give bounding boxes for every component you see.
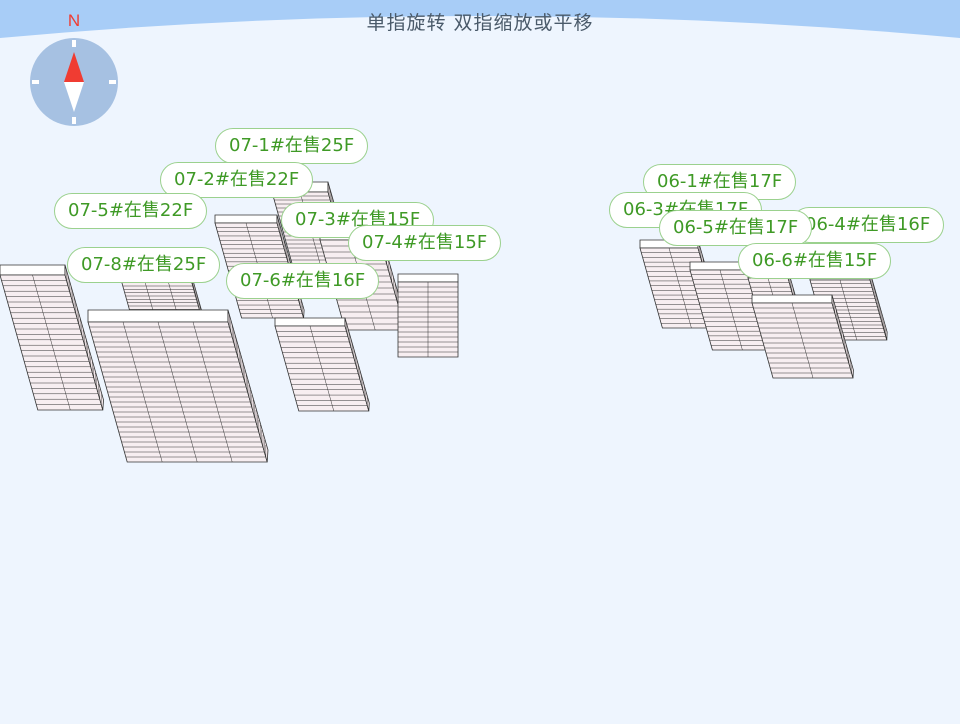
building-label-06-5[interactable]: 06-5#在售17F	[659, 210, 813, 246]
building-label-07-4[interactable]: 07-4#在售15F	[348, 225, 502, 261]
compass-icon: N	[30, 11, 118, 126]
building-07-6	[274, 317, 370, 412]
building-07-big	[87, 309, 269, 463]
building-label-07-8[interactable]: 07-8#在售25F	[67, 247, 221, 283]
building-07-4	[397, 273, 459, 358]
building-label-07-6[interactable]: 07-6#在售16F	[226, 263, 380, 299]
building-06-6	[751, 294, 854, 379]
building-label-06-6[interactable]: 06-6#在售15F	[738, 243, 892, 279]
sky-band	[0, 0, 960, 38]
gesture-hint: 单指旋转 双指缩放或平移	[366, 12, 594, 34]
building-label-07-5[interactable]: 07-5#在售22F	[54, 193, 208, 229]
building-label-07-1[interactable]: 07-1#在售25F	[215, 128, 369, 164]
building-07-8	[0, 264, 104, 411]
building-label-06-4[interactable]: 06-4#在售16F	[791, 207, 945, 243]
north-label: N	[68, 11, 80, 30]
building-label-07-2[interactable]: 07-2#在售22F	[160, 162, 314, 198]
compass[interactable]: N	[26, 8, 122, 130]
